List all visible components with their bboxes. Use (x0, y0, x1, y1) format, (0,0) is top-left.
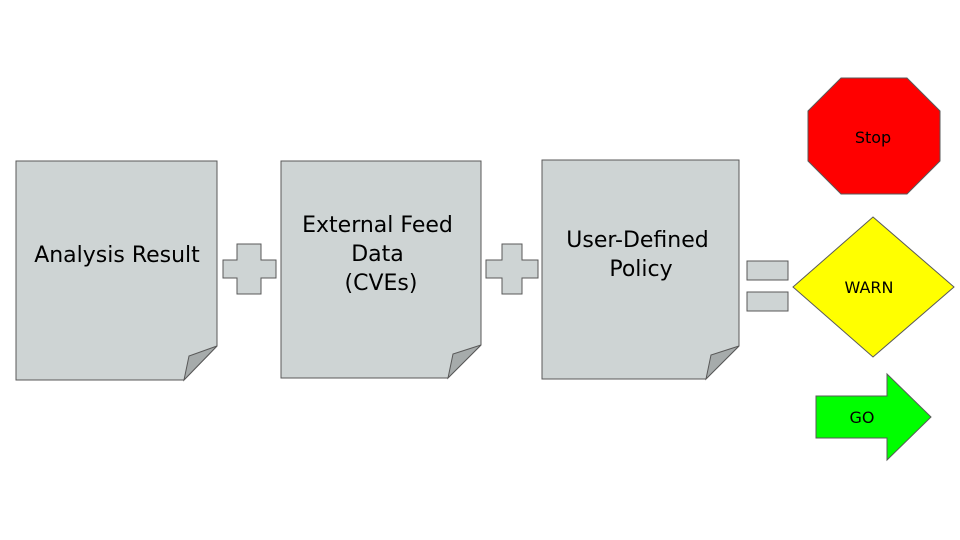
document-analysis-result: Analysis Result (15, 160, 218, 382)
go-arrow: GO (815, 372, 932, 462)
svg-text:User-Defined Policy: User-Defined Policy (566, 228, 715, 282)
document-line: Data (351, 242, 404, 267)
stop-sign: Stop (807, 77, 941, 195)
document-external-feed: External Feed Data (CVEs) (280, 160, 482, 380)
document-line: External Feed (302, 213, 453, 238)
svg-text:External Feed Data: External Feed Data (CVEs) (302, 213, 460, 296)
stop-label: Stop (855, 128, 891, 147)
document-line: Policy (609, 257, 672, 282)
document-line: Analysis Result (34, 243, 200, 268)
document-line: (CVEs) (345, 271, 418, 296)
document-line: User-Defined (566, 228, 708, 253)
plus-operator (222, 243, 277, 295)
plus-operator (485, 243, 539, 295)
warn-label: WARN (845, 278, 894, 297)
equals-operator (746, 260, 789, 312)
svg-text:Analysis Result: Analysis Result (34, 243, 200, 268)
warn-sign: WARN (792, 216, 955, 358)
go-label: GO (850, 408, 875, 427)
document-user-defined-policy: User-Defined Policy (541, 159, 740, 381)
